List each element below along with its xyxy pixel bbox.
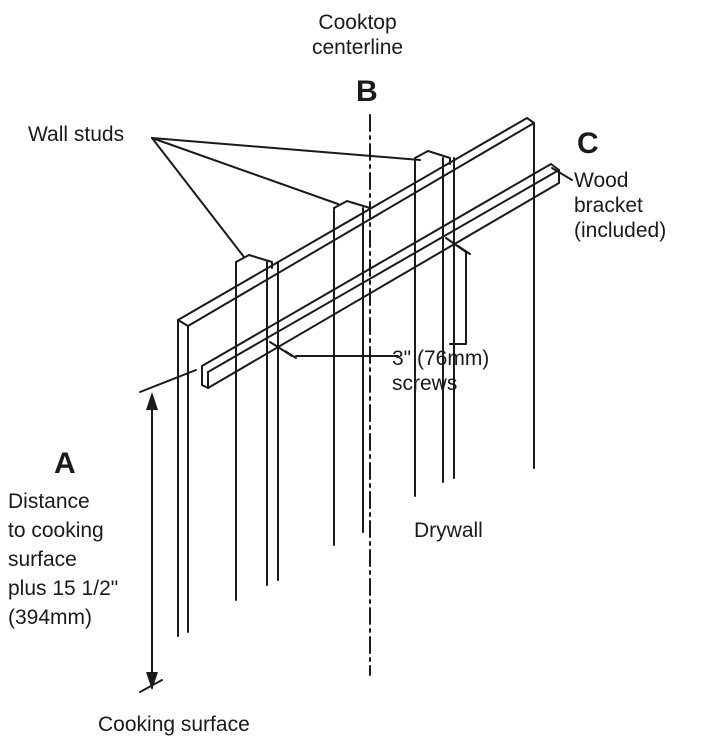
label-letter-b: B — [356, 75, 378, 108]
dimension-arrow-bottom — [146, 672, 158, 690]
drywall-panel — [177, 117, 535, 469]
wall-stud-right — [414, 157, 455, 497]
label-letter-c: C — [577, 127, 599, 160]
leader-wall-studs-3 — [151, 137, 421, 161]
label-cooking-surface: Cooking surface — [98, 713, 250, 736]
wood-bracket — [201, 163, 560, 389]
wall-stud-middle — [333, 207, 364, 546]
dimension-arrow-top — [146, 392, 158, 410]
label-cooktop-centerline: Cooktop centerline — [312, 11, 404, 59]
screw-right — [445, 237, 471, 255]
label-wall-studs: Wall studs — [28, 123, 125, 146]
label-distance: Distance to cooking surface plus 15 1/2"… — [8, 490, 119, 629]
label-letter-a: A — [54, 447, 76, 480]
label-wood-bracket: Wood bracket (included) — [574, 169, 667, 242]
stud-cap-right — [414, 150, 451, 165]
stud-cap-middle — [333, 200, 371, 209]
leader-screw-right — [449, 251, 467, 345]
dimension-tick-top — [139, 369, 197, 393]
label-drywall: Drywall — [414, 519, 483, 542]
leader-wall-studs-2 — [151, 137, 339, 205]
label-screws: 3" (76mm) screws — [392, 347, 490, 395]
drywall-front-top — [177, 319, 189, 327]
leader-wood-bracket — [551, 167, 573, 181]
screw-left — [269, 341, 297, 359]
wall-stud-left — [235, 261, 279, 601]
leader-wall-studs-1 — [151, 137, 245, 258]
